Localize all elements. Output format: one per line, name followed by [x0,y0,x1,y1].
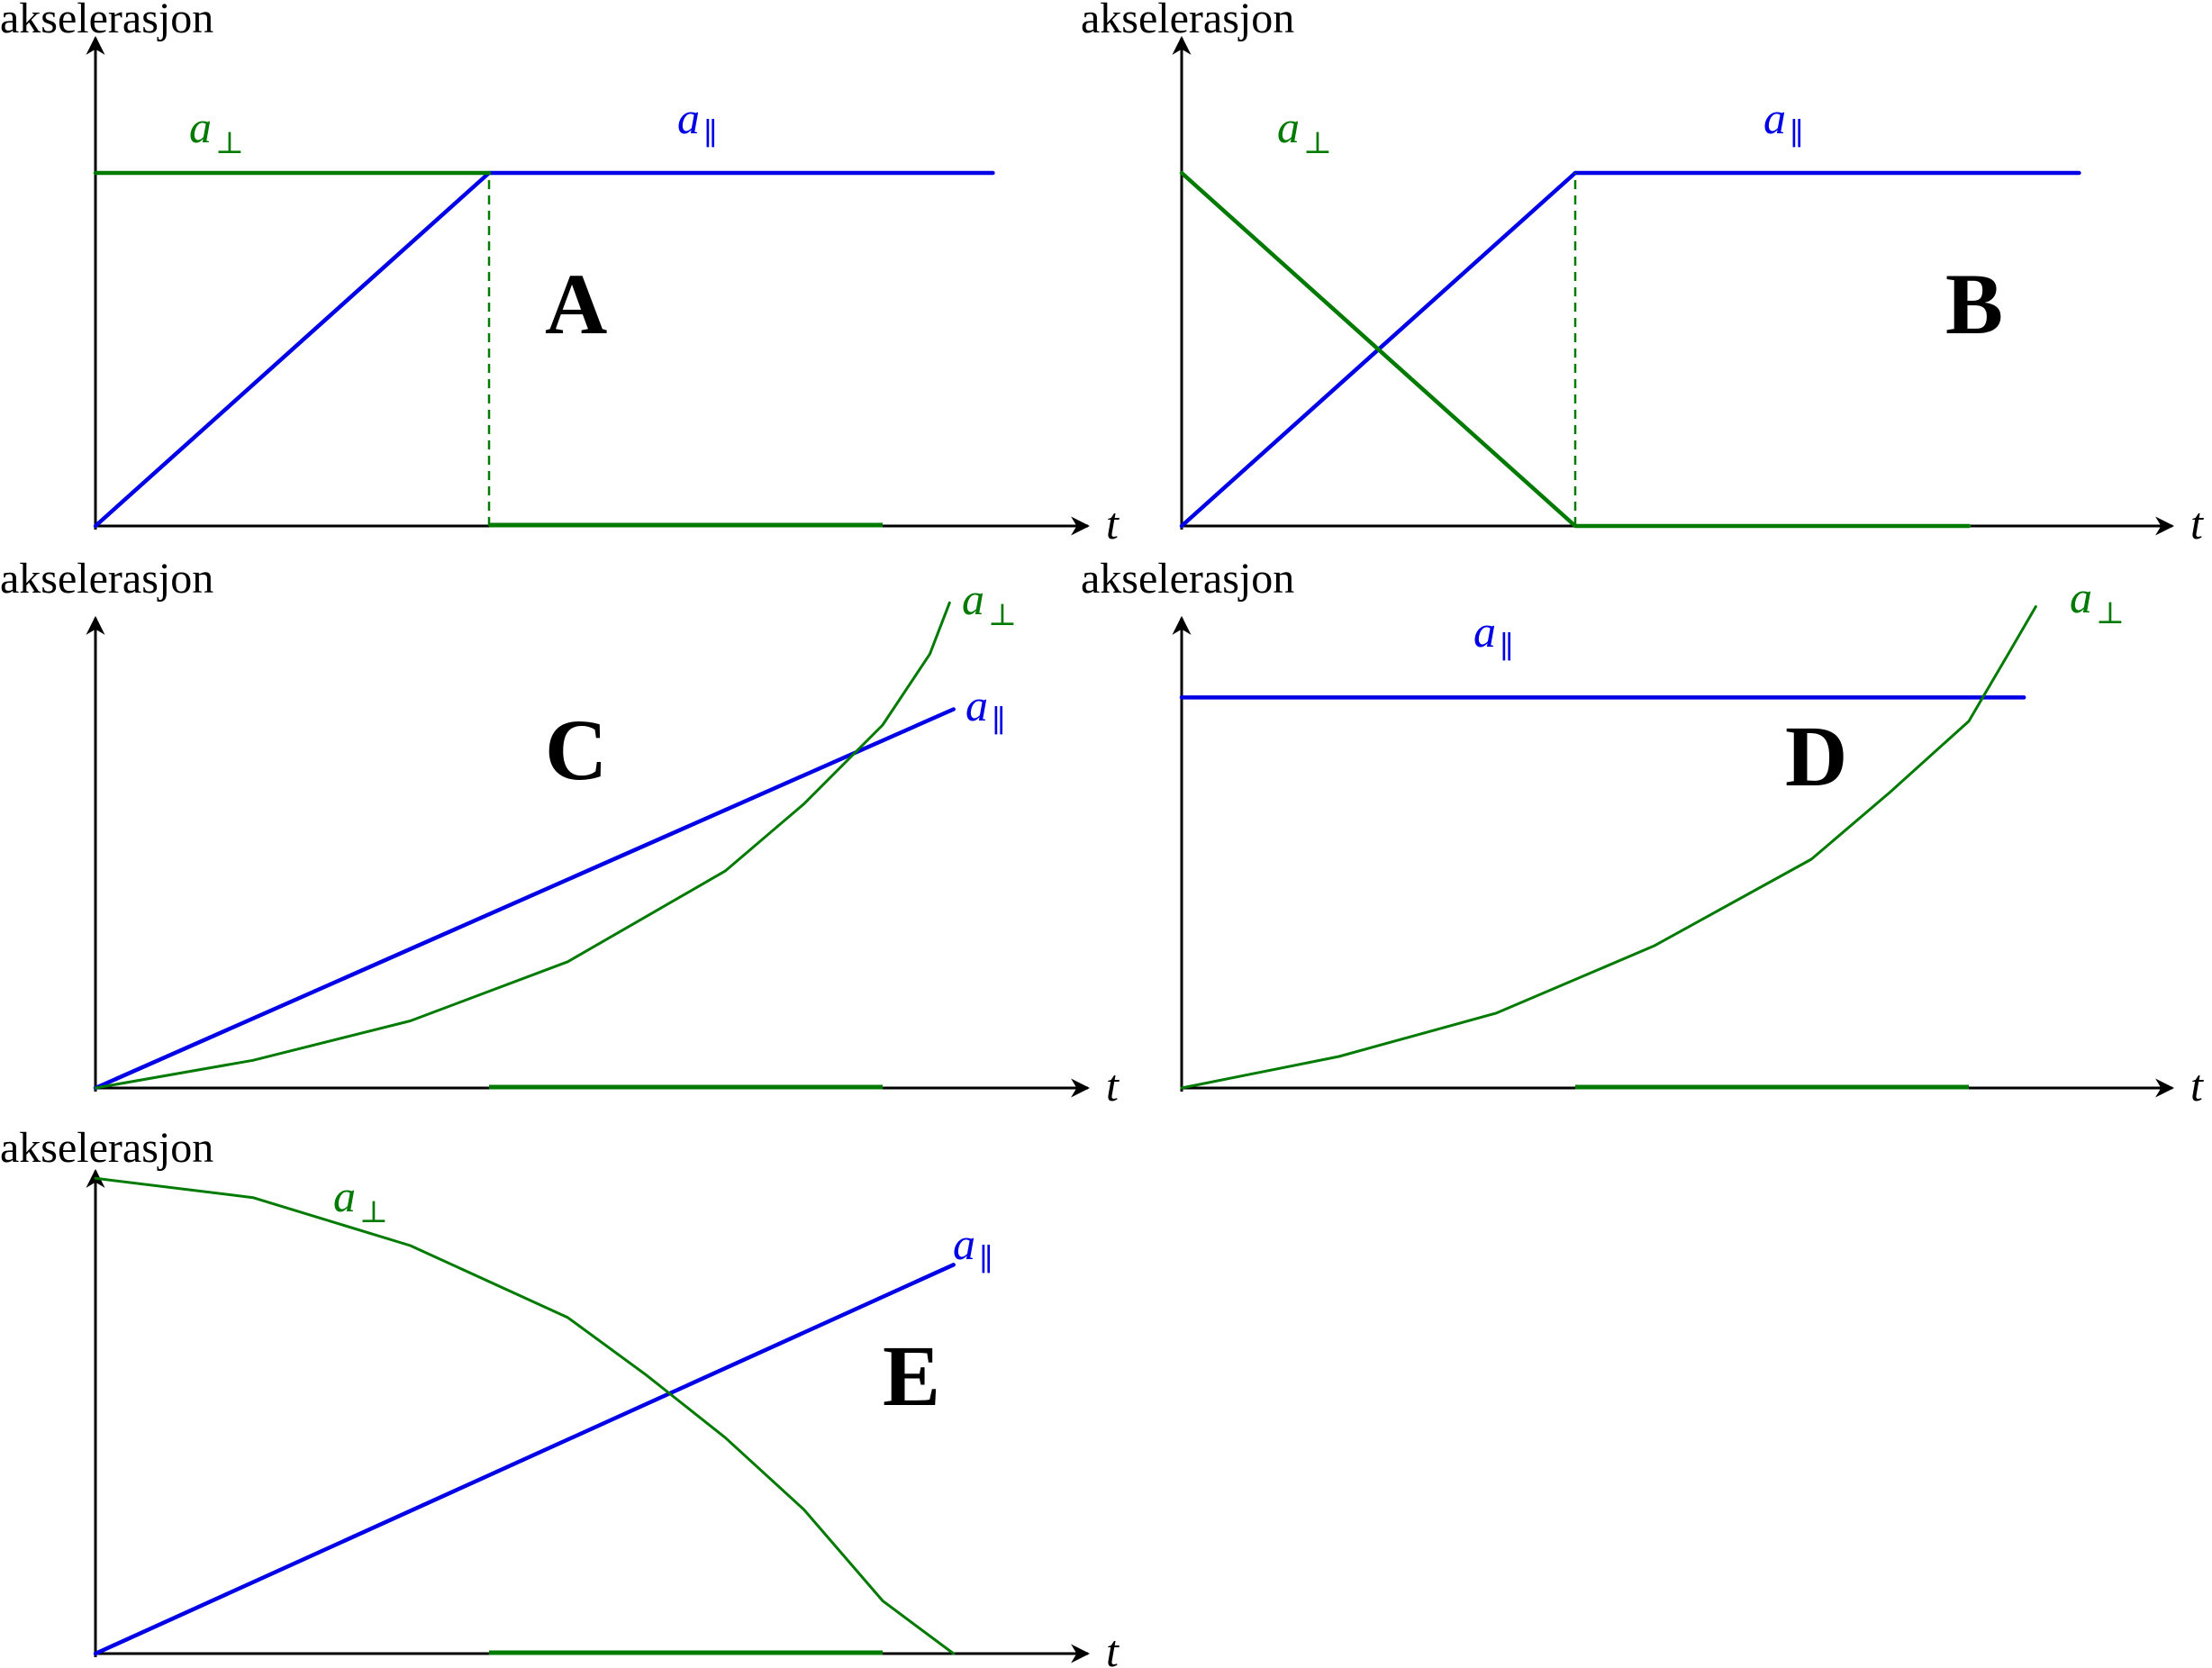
label-a-perp-sub: ⊥ [2096,597,2125,630]
y-axis-label: akselerasjon [1081,0,1294,42]
label-a-perp: a⊥ [1277,102,1332,160]
t-axis-label: t [1106,1060,1120,1110]
label-a-par-symbol: a [1763,93,1786,143]
y-axis-label: akselerasjon [1081,555,1294,603]
label-a-par-symbol: a [953,1219,975,1269]
label-a-perp: a⊥ [189,102,244,160]
label-a-par-sub: ∥ [1500,631,1514,665]
series-a-perp-line [94,601,951,1090]
series-a-par-line [1179,170,2081,529]
label-a-perp: a⊥ [962,574,1017,632]
panel-letter-a: A [545,256,607,352]
t-axis-label: t [1106,498,1120,548]
label-a-perp-symbol: a [1277,102,1300,152]
label-a-perp-sub: ⊥ [1303,127,1332,160]
label-a-par-symbol: a [965,680,988,730]
label-a-par-sub: ∥ [992,705,1006,739]
panel-d: akselerasjon t D a⊥ a∥ [1081,555,2204,1110]
panel-b: akselerasjon t B a⊥ a∥ [1081,0,2204,548]
series-a-perp-line [94,1176,956,1655]
panel-e: akselerasjon t E a⊥ a∥ [0,1124,1120,1668]
label-a-par-sub: ∥ [1790,118,1804,151]
t-axis-label: t [2190,498,2204,548]
label-a-perp-symbol: a [333,1171,356,1221]
series-a-par-line [93,707,956,1091]
label-a-par: a∥ [1763,93,1804,151]
series-a-perp-line [1180,605,2037,1090]
series-a-par-line [93,1263,956,1656]
panel-letter-d: D [1785,708,1847,804]
label-a-perp-symbol: a [2070,572,2092,622]
label-a-par-symbol: a [677,93,700,143]
panel-letter-c: C [545,702,607,798]
label-a-perp-sub: ⊥ [215,127,244,160]
label-a-perp: a⊥ [333,1171,388,1229]
panel-letter-e: E [883,1328,940,1424]
label-a-par: a∥ [965,680,1006,739]
t-axis-label: t [2190,1060,2204,1110]
y-axis-label: akselerasjon [0,555,213,603]
label-a-perp-symbol: a [962,574,984,624]
label-a-perp-sub: ⊥ [988,599,1017,632]
y-axis-label: akselerasjon [0,0,213,42]
panel-a: akselerasjon t A a⊥ a∥ [0,0,1120,548]
label-a-par-sub: ∥ [979,1244,993,1277]
panel-c: akselerasjon t C a⊥ a∥ [0,555,1120,1110]
label-a-par: a∥ [1473,606,1514,665]
label-a-perp-symbol: a [189,102,212,152]
label-a-perp: a⊥ [2070,572,2125,630]
label-a-perp-sub: ⊥ [359,1196,388,1229]
panel-letter-b: B [1945,256,2003,352]
label-a-par: a∥ [677,93,718,151]
label-a-par-symbol: a [1473,606,1496,657]
label-a-par: a∥ [953,1219,993,1277]
y-axis-label: akselerasjon [0,1124,213,1172]
t-axis-label: t [1106,1626,1120,1668]
label-a-par-sub: ∥ [703,118,718,151]
